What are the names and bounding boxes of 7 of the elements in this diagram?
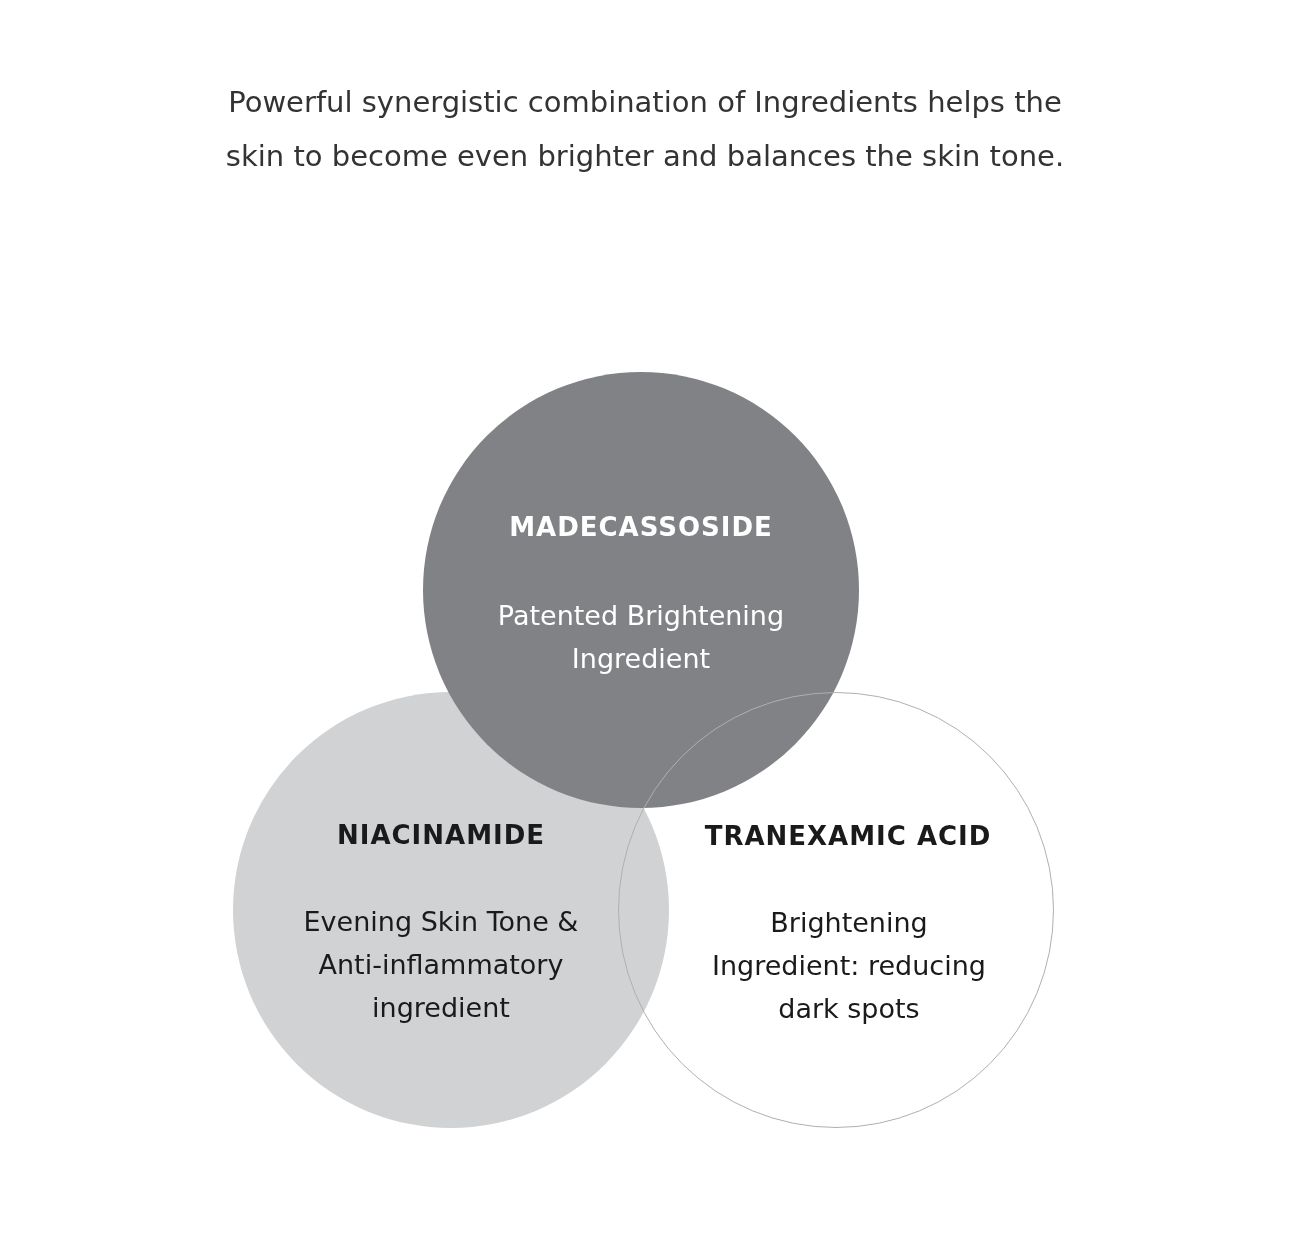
ingredient-description: Evening Skin Tone & Anti-inflammatory ingredient: [302, 905, 580, 1025]
ingredient-description: Patented Brightening Ingredient: [496, 599, 786, 676]
heading-text: Powerful synergistic combination of Ingredients helps the skin to become even brighter and balances the skin tone.: [225, 84, 1065, 175]
ingredient-name: NIACINAMIDE: [335, 820, 547, 850]
ingredient-name: TRANEXAMIC ACID: [703, 821, 993, 851]
ingredient-name: MADECASSOSIDE: [508, 512, 774, 542]
ingredient-description: Brightening Ingredient: reducing dark spots: [711, 906, 987, 1026]
